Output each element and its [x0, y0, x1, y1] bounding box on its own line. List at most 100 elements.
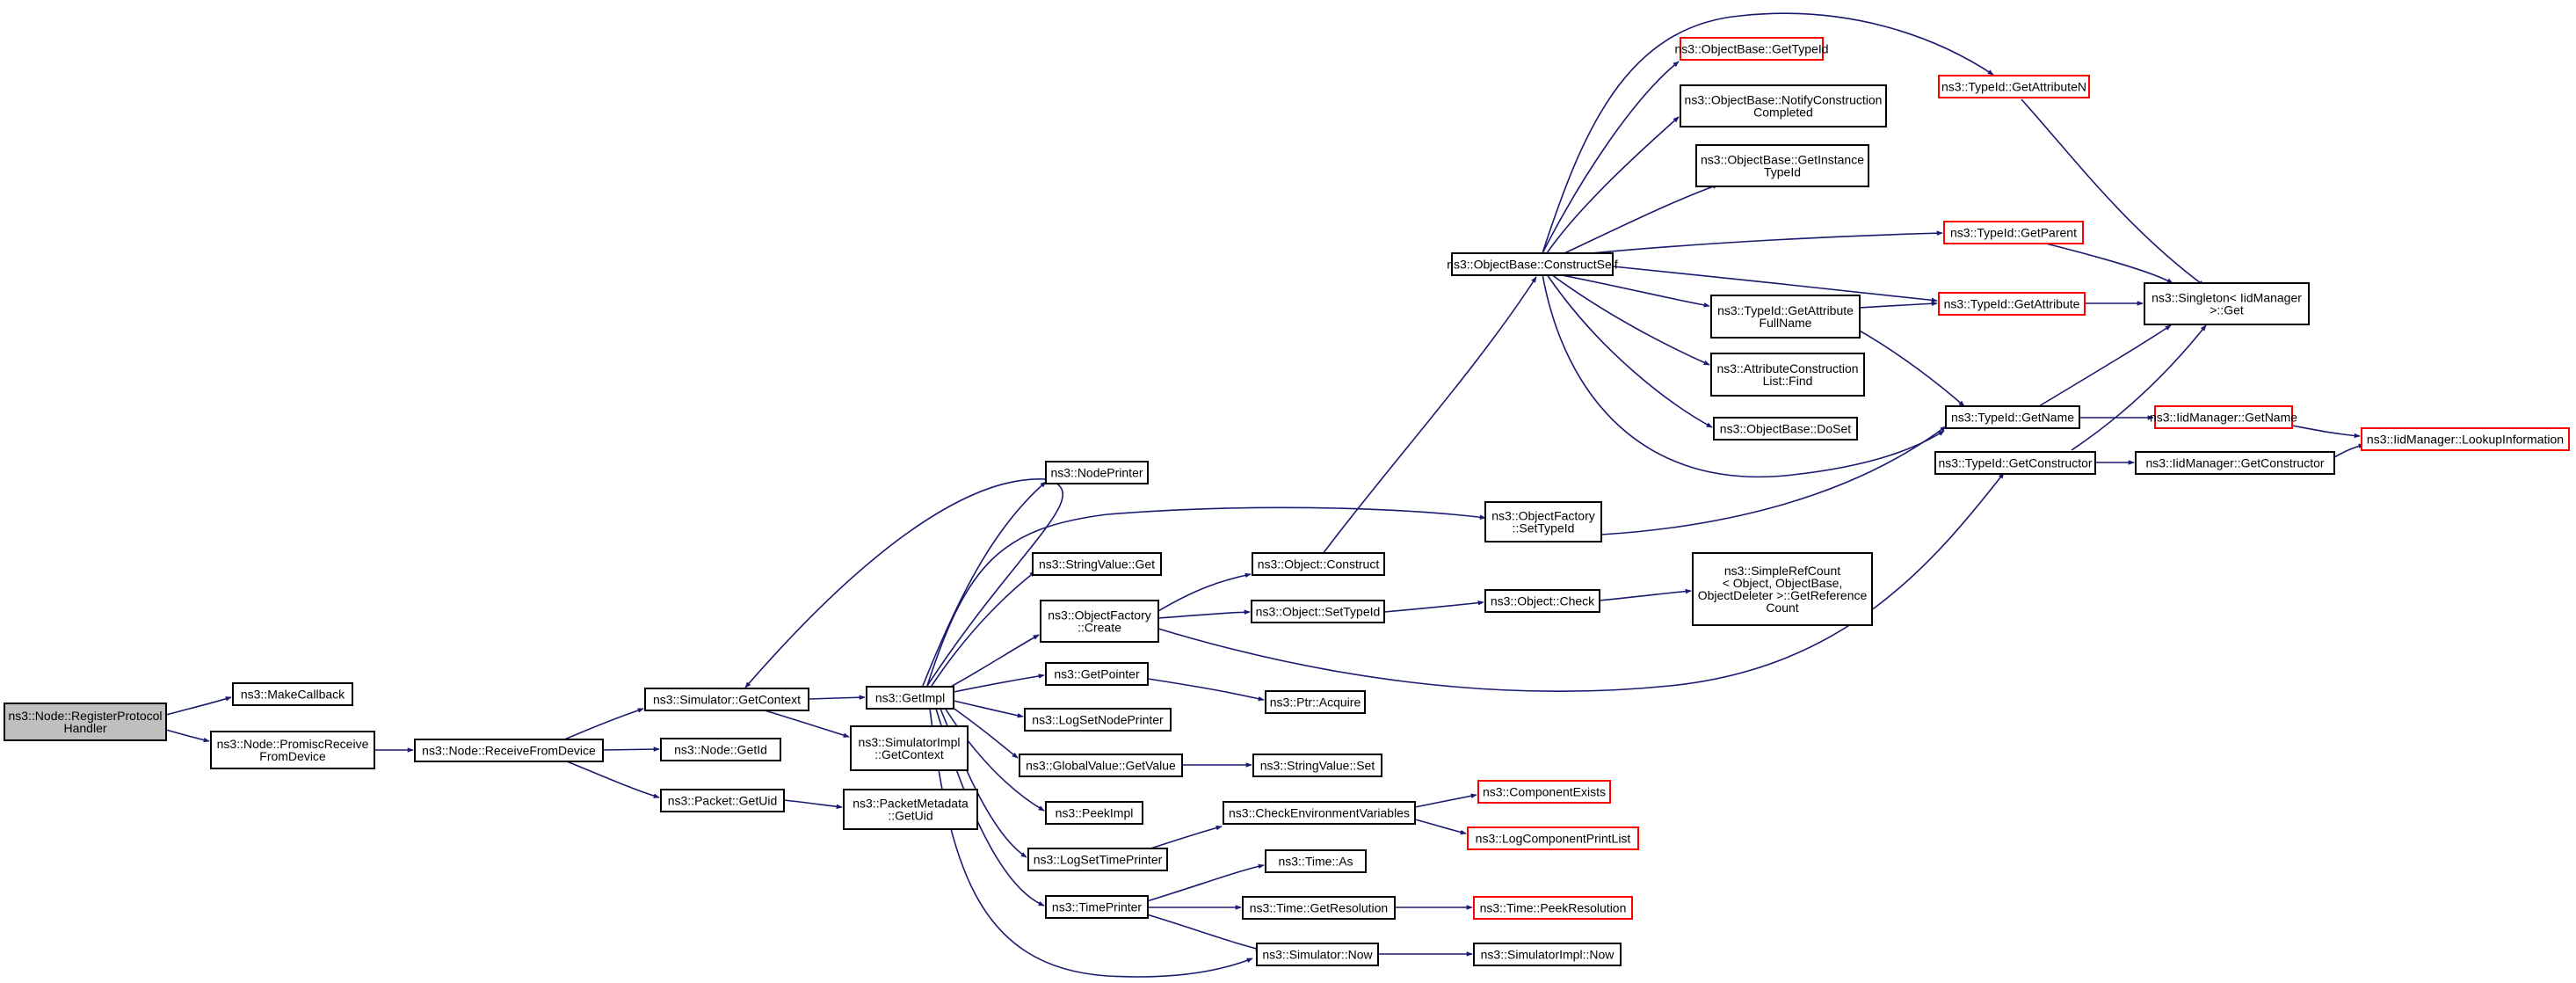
node-timegetresolution[interactable]: ns3::Time::GetResolution [1242, 896, 1396, 920]
node-objectcheck[interactable]: ns3::Object::Check [1484, 589, 1600, 613]
node-logcomponentprintlist[interactable]: ns3::LogComponentPrintList [1467, 826, 1639, 850]
node-objbasegettypeid[interactable]: ns3::ObjectBase::GetTypeId [1674, 37, 1829, 61]
node-simulatornow[interactable]: ns3::Simulator::Now [1256, 943, 1379, 966]
edge-register-makecallback [165, 696, 232, 716]
node-typeidgetname[interactable]: ns3::TypeId::GetName [1945, 405, 2080, 429]
node-constructself[interactable]: ns3::ObjectBase::ConstructSelf [1447, 252, 1618, 276]
edge-constructself-getparent [1590, 230, 1943, 254]
node-label: ns3::TypeId::GetAttribute [1944, 297, 2080, 311]
node-metadatagetuid[interactable]: ns3::PacketMetadata::GetUid [843, 789, 978, 830]
edge-receive-packetgetuid [562, 759, 660, 798]
node-objectconstruct[interactable]: ns3::Object::Construct [1252, 552, 1385, 576]
edge-iidgetname-lookupinformation [2291, 425, 2361, 439]
node-simgetcontext[interactable]: ns3::Simulator::GetContext [644, 688, 809, 711]
edge-objectcheck-simplerefcount [1599, 588, 1692, 601]
node-box [660, 789, 785, 812]
node-label: ns3::NodePrinter [1050, 466, 1143, 480]
node-componentexists[interactable]: ns3::ComponentExists [1477, 780, 1611, 804]
node-box [1710, 353, 1865, 397]
node-timeas[interactable]: ns3::Time::As [1265, 849, 1367, 873]
node-label: ns3::IidManager::LookupInformation [2367, 433, 2564, 447]
node-label: ns3::Object::Check [1491, 594, 1595, 608]
edge-constructself-notifyconstruction [1546, 116, 1680, 254]
node-timeprinter[interactable]: ns3::TimePrinter [1045, 895, 1149, 919]
node-stringvalueget[interactable]: ns3::StringValue::Get [1032, 552, 1162, 576]
node-box [1027, 848, 1168, 871]
node-getattribute[interactable]: ns3::TypeId::GetAttribute [1938, 292, 2086, 316]
node-label: ns3::ObjectBase::DoSet [1720, 422, 1852, 436]
node-objfactorysettypeid[interactable]: ns3::ObjectFactory::SetTypeId [1484, 501, 1602, 542]
node-notifyconstruction[interactable]: ns3::ObjectBase::NotifyConstructionCompl… [1680, 84, 1887, 127]
node-singletonget[interactable]: ns3::Singleton< IidManager>::Get [2144, 282, 2310, 325]
node-label: ns3::CheckEnvironmentVariables [1229, 806, 1410, 820]
node-logsettimeprinter[interactable]: ns3::LogSetTimePrinter [1027, 848, 1168, 871]
edge-getimpl-stringvalueget [931, 571, 1036, 687]
node-simimplgetcontext[interactable]: ns3::SimulatorImpl::GetContext [850, 725, 969, 771]
edge-register-promisc [165, 729, 210, 743]
node-logsetnodeprinter[interactable]: ns3::LogSetNodePrinter [1024, 708, 1172, 732]
node-label: ns3::Singleton< IidManager [2152, 291, 2302, 305]
node-label: ns3::ObjectFactory [1491, 509, 1595, 523]
node-box [1473, 896, 1633, 920]
edge-simgetcontext-getimpl [808, 695, 866, 700]
node-receivefromdevice[interactable]: ns3::Node::ReceiveFromDevice [414, 739, 604, 762]
node-box [1695, 144, 1869, 187]
node-globalvaluegetvalue[interactable]: ns3::GlobalValue::GetValue [1019, 754, 1183, 777]
node-objectsettypeid[interactable]: ns3::Object::SetTypeId [1251, 600, 1385, 623]
node-simplerefcount[interactable]: ns3::SimpleRefCount< Object, ObjectBase,… [1692, 552, 1873, 626]
edge-getimpl-peekimpl [944, 707, 1045, 812]
node-box [1713, 417, 1858, 441]
edge-constructself-getattributen [1542, 12, 1994, 254]
node-label: ns3::ObjectFactory [1048, 608, 1151, 623]
edge-packetgetuid-metadatagetuid [783, 799, 843, 810]
node-getimpl[interactable]: ns3::GetImpl [866, 686, 954, 710]
node-ptracquire[interactable]: ns3::Ptr::Acquire [1265, 690, 1366, 714]
node-label: ns3::TimePrinter [1052, 900, 1143, 914]
node-label: FullName [1760, 316, 1812, 330]
node-makecallback[interactable]: ns3::MakeCallback [232, 682, 353, 706]
node-label: ns3::GetPointer [1054, 667, 1140, 681]
edge-getimpl-objfactorycreate [948, 634, 1040, 688]
node-iidgetconstructor[interactable]: ns3::IidManager::GetConstructor [2135, 451, 2335, 475]
node-getpointer[interactable]: ns3::GetPointer [1045, 662, 1149, 686]
edge-getimpl-getpointer [953, 674, 1045, 693]
node-box [1251, 600, 1385, 623]
edge-constructself-attrconstructionfind [1550, 273, 1710, 366]
node-peekimpl[interactable]: ns3::PeekImpl [1045, 801, 1143, 825]
node-iidgetname[interactable]: ns3::IidManager::GetName [2150, 405, 2297, 429]
node-checkenv[interactable]: ns3::CheckEnvironmentVariables [1223, 801, 1416, 825]
edge-getimpl-globalvaluegetvalue [948, 704, 1019, 759]
node-label: ns3::SimulatorImpl [859, 735, 961, 749]
node-box [1265, 690, 1366, 714]
node-objfactorycreate[interactable]: ns3::ObjectFactory::Create [1040, 600, 1159, 643]
node-label: ns3::TypeId::GetParent [1950, 226, 2077, 240]
node-nodegetid[interactable]: ns3::Node::GetId [660, 738, 781, 761]
node-box [1945, 405, 2080, 429]
node-label: FromDevice [259, 749, 326, 763]
node-label: ns3::IidManager::GetName [2150, 411, 2297, 425]
node-simimplnow[interactable]: ns3::SimulatorImpl::Now [1473, 943, 1622, 966]
node-getattributen[interactable]: ns3::TypeId::GetAttributeN [1938, 75, 2090, 98]
node-label: ::Create [1078, 621, 1121, 635]
node-objbasedoset[interactable]: ns3::ObjectBase::DoSet [1713, 417, 1858, 441]
edge-getimpl-simgetcontext [744, 478, 1063, 688]
node-timepeekresolution[interactable]: ns3::Time::PeekResolution [1473, 896, 1633, 920]
node-nodeprinter[interactable]: ns3::NodePrinter [1045, 461, 1149, 484]
node-label: ns3::Time::GetResolution [1250, 901, 1388, 915]
node-typeidgetconstructor[interactable]: ns3::TypeId::GetConstructor [1934, 451, 2096, 475]
node-stringvalueset[interactable]: ns3::StringValue::Set [1252, 754, 1382, 777]
node-label: ns3::StringValue::Get [1039, 557, 1155, 572]
node-packetgetuid[interactable]: ns3::Packet::GetUid [660, 789, 785, 812]
node-box [866, 686, 954, 710]
node-lookupinformation[interactable]: ns3::IidManager::LookupInformation [2361, 427, 2570, 451]
node-label: ns3::ObjectBase::GetInstance [1701, 153, 1864, 167]
node-getparent[interactable]: ns3::TypeId::GetParent [1943, 221, 2084, 244]
node-label: ns3::LogSetNodePrinter [1032, 713, 1164, 727]
